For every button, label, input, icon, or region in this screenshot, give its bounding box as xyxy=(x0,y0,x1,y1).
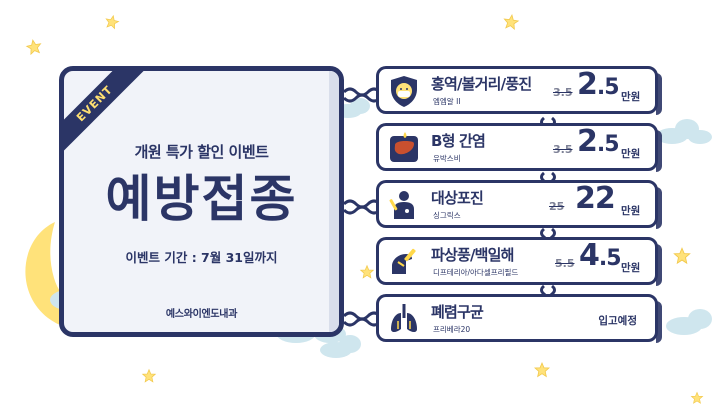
vaccine-row: 대상포진 싱그릭스 25 22 만원 xyxy=(376,180,662,229)
price-unit: 만원 xyxy=(621,262,641,274)
old-price: 25 xyxy=(549,200,565,213)
vaccine-name: 대상포진 xyxy=(431,189,484,207)
moon-icon xyxy=(25,222,121,330)
sale-price: 22 xyxy=(575,181,616,216)
vaccine-row: 파상풍/백일해 디프테리아/아다셀프리필드 5.5 4.5 만원 xyxy=(376,237,662,286)
sale-price: 2.5 xyxy=(577,67,620,102)
event-card: EVENT 개원 특가 할인 이벤트 예방접종 이벤트 기간 : 7월 31일까… xyxy=(59,66,344,337)
star-icon xyxy=(142,369,156,383)
cloud-icon xyxy=(656,119,712,144)
liver-icon xyxy=(390,132,418,162)
child-mask-icon xyxy=(391,76,417,107)
card-title: 예방접종 xyxy=(105,170,298,228)
star-icon xyxy=(502,13,520,30)
sale-price: 4.5 xyxy=(579,238,622,273)
card-subtitle: 개원 특가 할인 이벤트 xyxy=(134,143,269,161)
cloud-icon xyxy=(320,335,361,358)
price-unit: 만원 xyxy=(621,148,641,160)
star-icon xyxy=(534,362,550,377)
clinic-name: 예스와이엔도내과 xyxy=(165,309,238,320)
availability-note: 입고예정 xyxy=(598,315,637,327)
vaccine-brand: 디프테리아/아다셀프리필드 xyxy=(433,268,519,277)
vaccine-row: 폐렴구균 프리베라20 입고예정 xyxy=(376,294,662,343)
old-price: 3.5 xyxy=(553,143,573,156)
star-icon xyxy=(691,392,703,404)
event-period: 이벤트 기간 : 7월 31일까지 xyxy=(64,247,339,266)
cloud-icon xyxy=(666,309,712,335)
price-unit: 만원 xyxy=(621,205,641,217)
person-syringe-icon xyxy=(389,191,414,219)
vaccine-brand: 싱그릭스 xyxy=(433,211,461,220)
old-price: 5.5 xyxy=(555,257,575,270)
vaccine-brand: 유박스비 xyxy=(433,154,461,163)
star-icon xyxy=(673,247,691,264)
old-price: 3.5 xyxy=(553,86,573,99)
star-icon xyxy=(360,265,374,279)
sale-price: 2.5 xyxy=(577,124,620,159)
card-shade xyxy=(329,71,339,332)
vaccine-row: B형 간염 유박스비 3.5 2.5 만원 xyxy=(376,123,662,172)
vaccine-row: 홍역/볼거리/풍진 엠엠알 II 3.5 2.5 만원 xyxy=(376,66,662,115)
vaccine-brand: 프리베라20 xyxy=(433,325,471,334)
event-period-label: 이벤트 기간 : xyxy=(125,250,202,265)
vaccine-name: 홍역/볼거리/풍진 xyxy=(431,75,532,93)
vaccine-name: 파상풍/백일해 xyxy=(431,246,514,264)
vaccine-name: B형 간염 xyxy=(431,132,486,150)
arm-injection-icon xyxy=(392,248,416,274)
vaccine-brand: 엠엠알 II xyxy=(433,97,461,106)
price-unit: 만원 xyxy=(621,91,641,103)
event-period-value: 7월 31일까지 xyxy=(199,247,280,266)
lungs-icon xyxy=(391,304,417,332)
vaccine-name: 폐렴구균 xyxy=(431,303,484,321)
star-icon xyxy=(25,38,43,56)
star-icon xyxy=(104,14,120,30)
